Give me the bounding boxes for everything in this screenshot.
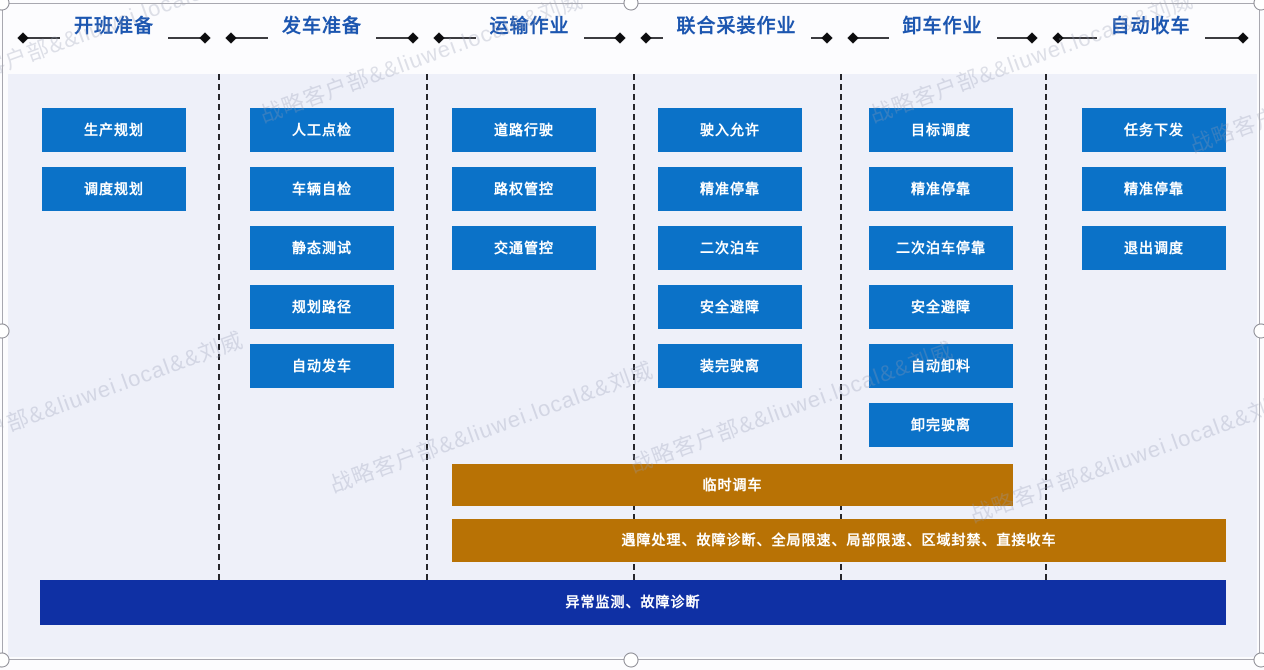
- stage-header: 开班准备: [10, 8, 218, 52]
- header-line-left: [228, 37, 268, 39]
- header-line-left: [436, 37, 476, 39]
- column-divider: [426, 74, 428, 580]
- task-box[interactable]: 驶入允许: [658, 108, 802, 152]
- header-line-left: [1055, 37, 1097, 39]
- task-box[interactable]: 安全避障: [658, 285, 802, 329]
- task-box[interactable]: 车辆自检: [250, 167, 394, 211]
- task-box[interactable]: 精准停靠: [658, 167, 802, 211]
- task-box[interactable]: 道路行驶: [452, 108, 596, 152]
- task-box[interactable]: 自动发车: [250, 344, 394, 388]
- task-box[interactable]: 目标调度: [869, 108, 1013, 152]
- task-box[interactable]: 装完驶离: [658, 344, 802, 388]
- task-box[interactable]: 调度规划: [42, 167, 186, 211]
- stage-header: 卸车作业: [840, 8, 1045, 52]
- selection-handle[interactable]: [623, 652, 639, 668]
- stage-title: 开班准备: [74, 15, 155, 37]
- task-box[interactable]: 任务下发: [1082, 108, 1226, 152]
- stage-title: 自动收车: [1110, 15, 1191, 37]
- task-box[interactable]: 安全避障: [869, 285, 1013, 329]
- header-line-right: [583, 37, 624, 39]
- header-line-left: [850, 37, 889, 39]
- selection-handle[interactable]: [1253, 0, 1264, 11]
- stage-header: 联合采装作业: [633, 8, 840, 52]
- header-line-right: [1204, 37, 1247, 39]
- task-box[interactable]: 卸完驶离: [869, 403, 1013, 447]
- header-line-right: [996, 37, 1036, 39]
- stage-header: 运输作业: [426, 8, 633, 52]
- task-box[interactable]: 静态测试: [250, 226, 394, 270]
- cross-bar-exception-handling[interactable]: 遇障处理、故障诊断、全局限速、局部限速、区域封禁、直接收车: [452, 519, 1226, 562]
- column-divider: [840, 74, 842, 580]
- cross-bar-temp-dispatch[interactable]: 临时调车: [452, 464, 1013, 506]
- task-box[interactable]: 生产规划: [42, 108, 186, 152]
- task-box[interactable]: 退出调度: [1082, 226, 1226, 270]
- stage-header: 自动收车: [1045, 8, 1256, 52]
- header-line-left: [643, 37, 663, 39]
- task-box[interactable]: 交通管控: [452, 226, 596, 270]
- task-box[interactable]: 二次泊车停靠: [869, 226, 1013, 270]
- task-box[interactable]: 二次泊车: [658, 226, 802, 270]
- cross-bar-anomaly-monitoring[interactable]: 异常监测、故障诊断: [40, 580, 1226, 625]
- header-line-right: [376, 37, 417, 39]
- column-divider: [1045, 74, 1047, 580]
- header-line-left: [20, 37, 60, 39]
- selection-handle[interactable]: [623, 0, 639, 11]
- header-line-right: [810, 37, 831, 39]
- task-box[interactable]: 自动卸料: [869, 344, 1013, 388]
- task-box[interactable]: 规划路径: [250, 285, 394, 329]
- stage-title: 卸车作业: [902, 15, 983, 37]
- task-box[interactable]: 精准停靠: [1082, 167, 1226, 211]
- stage-title: 联合采装作业: [676, 15, 797, 37]
- stage-title: 运输作业: [489, 15, 570, 37]
- task-box[interactable]: 路权管控: [452, 167, 596, 211]
- stage-header: 发车准备: [218, 8, 426, 52]
- task-box[interactable]: 精准停靠: [869, 167, 1013, 211]
- selection-handle[interactable]: [1253, 323, 1264, 339]
- selection-handle[interactable]: [1253, 652, 1264, 668]
- stage-title: 发车准备: [282, 15, 363, 37]
- column-divider: [633, 74, 635, 580]
- selection-handle[interactable]: [0, 0, 10, 11]
- header-line-right: [168, 37, 209, 39]
- selection-handle[interactable]: [0, 652, 10, 668]
- task-box[interactable]: 人工点检: [250, 108, 394, 152]
- column-divider: [218, 74, 220, 580]
